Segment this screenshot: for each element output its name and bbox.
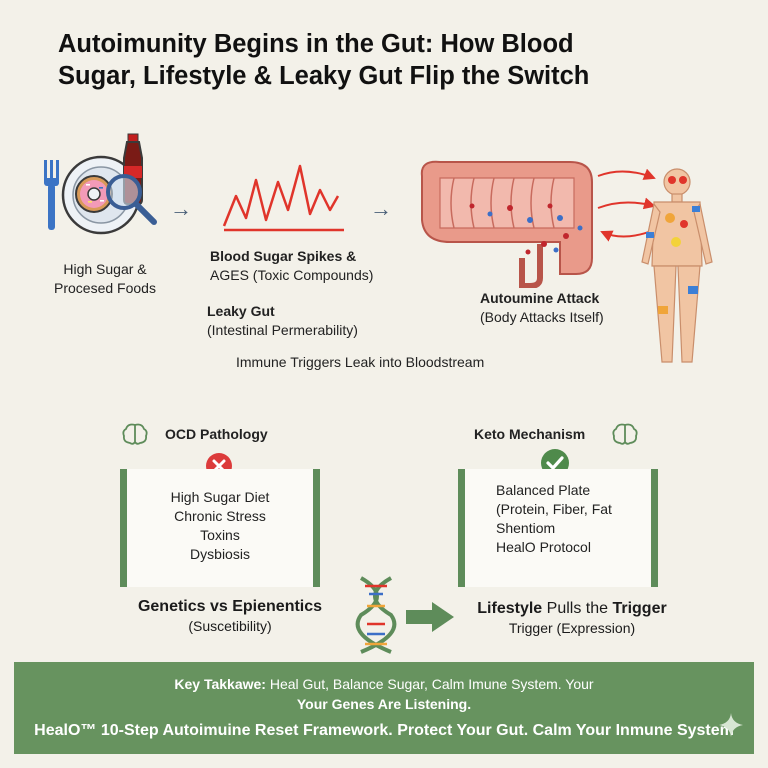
list-item: High Sugar Diet	[170, 489, 270, 505]
list-item: Balanced Plate	[496, 482, 591, 498]
brain-icon	[612, 423, 638, 445]
right-panel	[458, 469, 658, 587]
sugar-label: Blood Sugar Spikes & AGES (Toxic Compoun…	[210, 248, 374, 283]
right-panel-heading: Keto Mechanism	[474, 426, 586, 442]
list-item: Toxins	[200, 527, 240, 543]
attack-label: Autoumine Attack (Body Attacks Itself)	[480, 290, 604, 325]
list-item: Shentiom	[496, 520, 556, 536]
brain-icon	[122, 423, 148, 445]
list-item: (Protein, Fiber, Fat	[496, 501, 612, 517]
arrow-right-icon: →	[370, 196, 392, 221]
list-item: Chronic Stress	[174, 508, 266, 524]
immune-line: Immune Triggers Leak into Bloodstream	[236, 354, 485, 370]
right-panel-list: Balanced Plate (Protein, Fiber, Fat Shen…	[496, 481, 656, 557]
lifestyle-label: Lifestyle Pulls the Trigger Trigger (Exp…	[477, 600, 667, 636]
list-item: Dysbiosis	[190, 546, 250, 562]
arrow-right-icon: →	[170, 196, 192, 221]
dna-icon	[355, 576, 397, 654]
list-item: HealO Protocol	[496, 539, 591, 555]
left-panel	[120, 469, 320, 587]
human-body-icon	[641, 168, 713, 363]
arrow-right-icon	[406, 602, 454, 632]
takeaway-banner: Key Takkawe: Heal Gut, Balance Sugar, Ca…	[14, 662, 754, 754]
left-panel-list: High Sugar Diet Chronic Stress Toxins Dy…	[120, 488, 320, 564]
magnifier-icon	[106, 174, 157, 225]
donut-icon	[75, 175, 113, 213]
intestine-icon	[420, 160, 593, 288]
sparkle-icon	[719, 713, 743, 737]
genetics-label: Genetics vs Epienentics (Suscetibility)	[137, 598, 323, 634]
food-illustration	[44, 133, 157, 235]
fork-icon	[44, 160, 59, 230]
spike-graph-icon	[222, 164, 344, 232]
leaky-gut-label: Leaky Gut (Intestinal Permerability)	[207, 303, 358, 338]
left-panel-heading: OCD Pathology	[165, 426, 268, 442]
page-title: Autoimunity Begins in the Gut: How Blood…	[58, 30, 590, 90]
food-label: High Sugar & Procesed Foods	[54, 261, 156, 296]
